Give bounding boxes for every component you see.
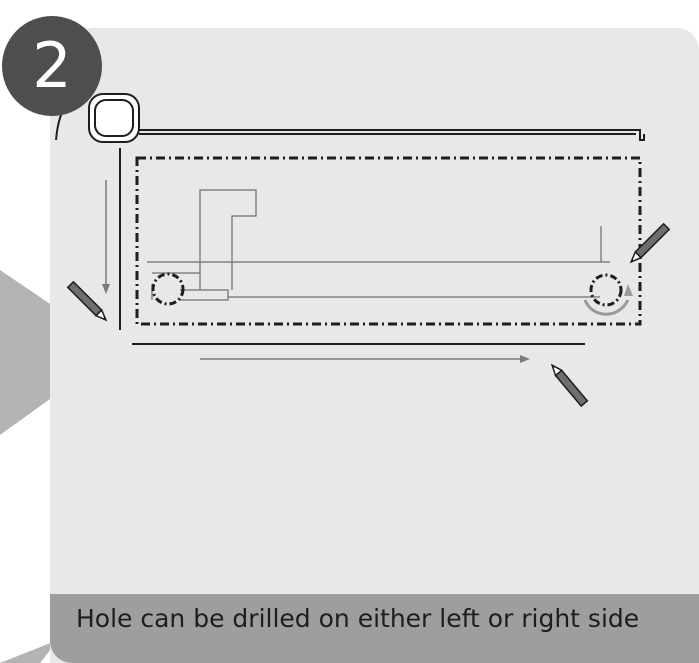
internal-guide-lines (147, 189, 610, 301)
mounting-outline (135, 156, 642, 326)
transition-arrow-bottom (0, 640, 58, 663)
pencil-icon (629, 222, 671, 264)
drill-hole-icon (151, 272, 185, 306)
right-arrow (200, 355, 530, 363)
pencil-icon (66, 280, 108, 322)
step-badge (2, 16, 102, 116)
drill-hole-icon (589, 273, 623, 307)
down-arrow (102, 180, 110, 294)
rotate-arrow-icon (583, 284, 633, 316)
caption-bar (50, 594, 699, 663)
pencil-icon (550, 363, 589, 408)
step-number: 2 (32, 29, 72, 102)
tape-measure-icon (55, 91, 645, 143)
caption-text: Hole can be drilled on either left or ri… (76, 604, 640, 633)
